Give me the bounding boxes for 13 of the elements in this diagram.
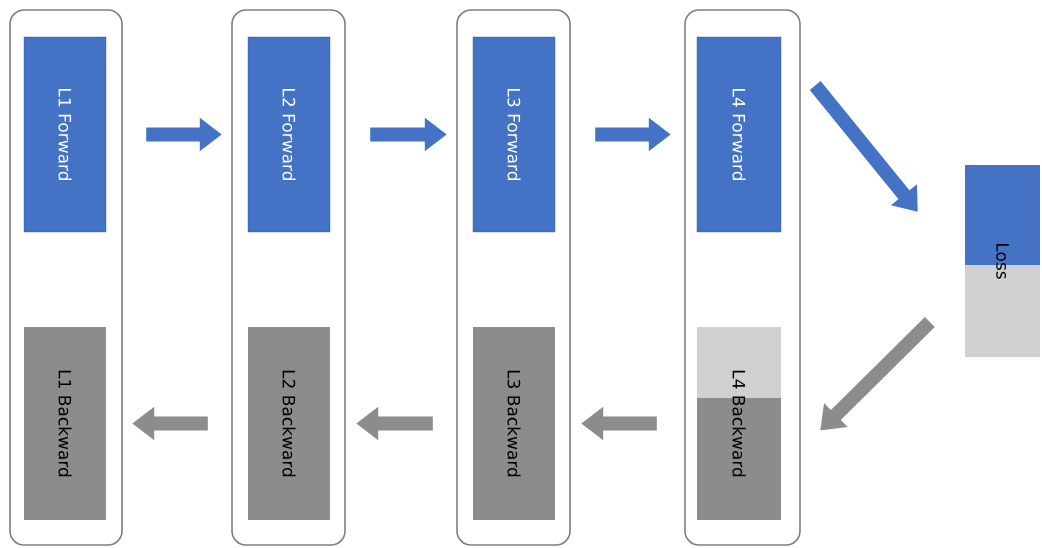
layer-column — [456, 9, 571, 546]
forward-box: L4 Forward — [696, 36, 782, 233]
loss-box: Loss — [965, 165, 1040, 357]
layer-column — [684, 9, 801, 546]
layer-column — [9, 9, 123, 546]
backward-box: L1 Backward — [24, 327, 106, 520]
backward-box: L4 Backward — [697, 327, 781, 520]
backward-box: L3 Backward — [473, 327, 555, 520]
forward-box: L1 Forward — [23, 36, 107, 233]
forward-box: L2 Forward — [247, 36, 331, 233]
forward-box: L3 Forward — [472, 36, 556, 233]
layer-column — [231, 9, 346, 546]
backward-box: L2 Backward — [248, 327, 330, 520]
